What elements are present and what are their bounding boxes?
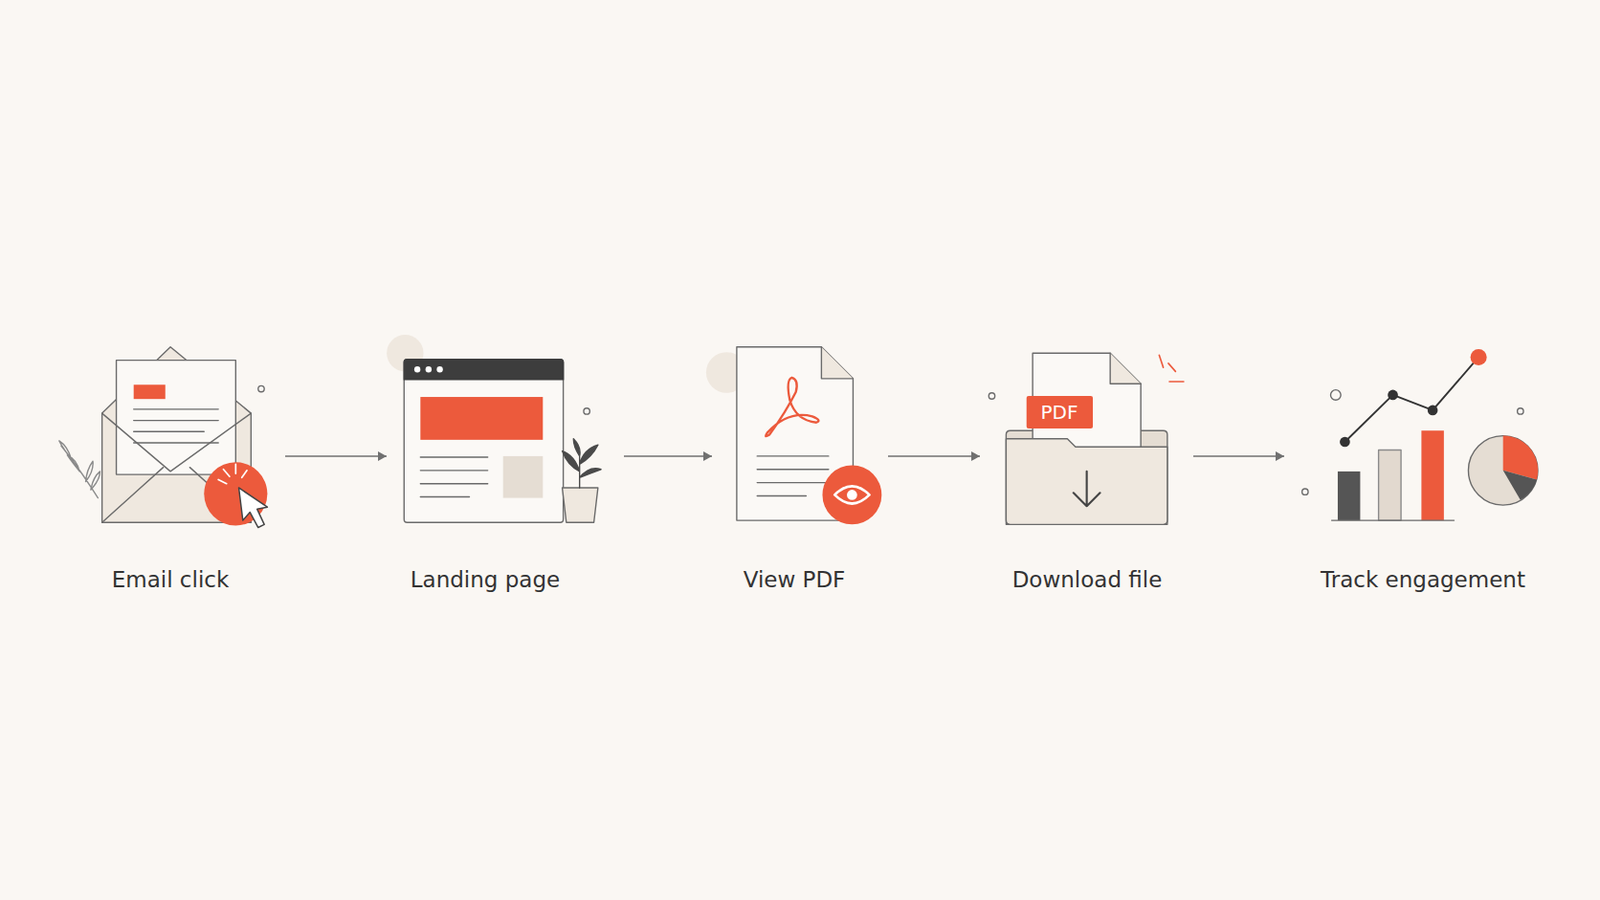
process-step: Track engagement — [1284, 334, 1562, 613]
step-label: Track engagement — [1320, 567, 1526, 595]
flow-arrow — [888, 451, 980, 462]
step-label: View PDF — [743, 567, 846, 595]
flow-arrow — [285, 451, 387, 462]
flow-arrow — [1193, 451, 1285, 462]
pdf-document-icon — [706, 347, 882, 526]
email-icon — [59, 347, 268, 529]
step-label: Email click — [111, 567, 230, 595]
engagement-chart-icon — [1302, 349, 1539, 521]
step-label: Download file — [1012, 567, 1163, 595]
process-step: Email click — [55, 334, 286, 613]
landing-page-icon — [386, 334, 601, 523]
process-step: View PDF — [711, 334, 889, 613]
file-badge-text: PDF — [1041, 402, 1079, 423]
flow-arrow — [623, 451, 712, 462]
process-step: Download file — [979, 334, 1194, 613]
process-step: Landing page — [386, 334, 624, 613]
download-folder-icon — [988, 353, 1184, 525]
step-label: Landing page — [410, 567, 560, 595]
